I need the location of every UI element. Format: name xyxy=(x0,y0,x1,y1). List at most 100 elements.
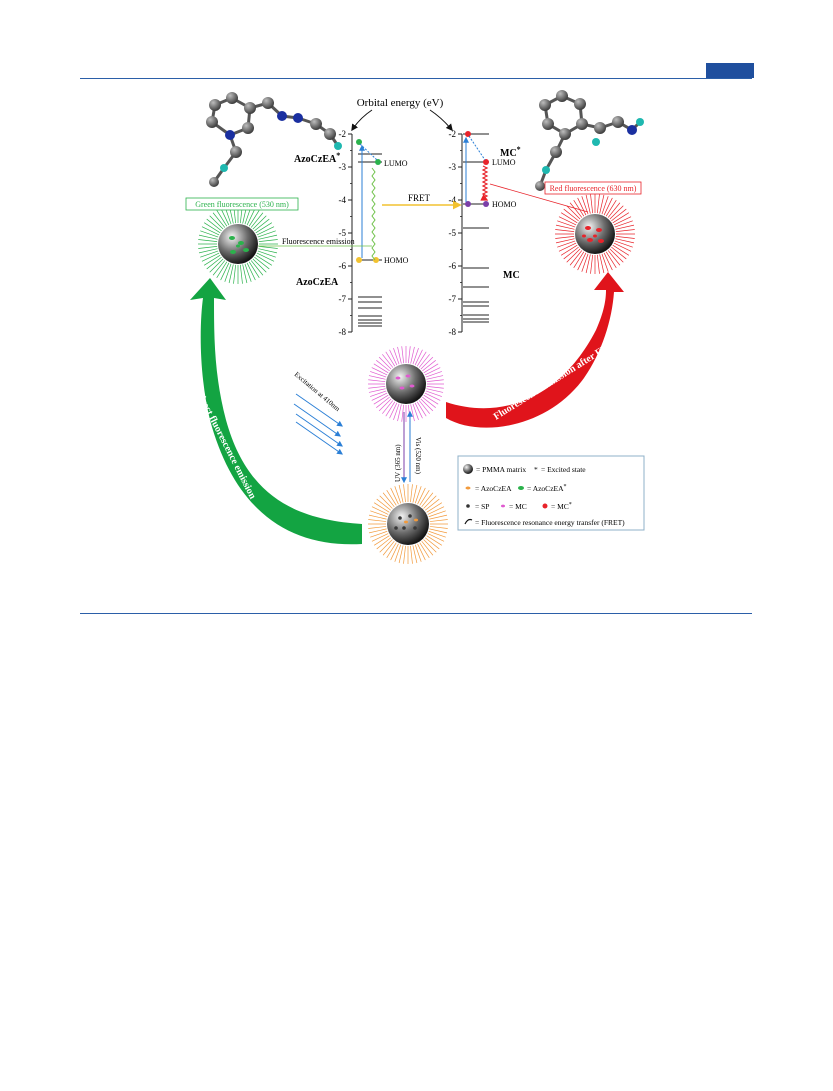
emission-ray xyxy=(599,254,605,274)
emission-ray xyxy=(258,248,278,254)
emission-ray xyxy=(424,537,440,550)
left-axis-tick-label: -8 xyxy=(339,327,347,337)
emission-ray xyxy=(244,263,252,282)
emission-ray xyxy=(414,544,422,562)
emission-ray xyxy=(255,254,273,266)
emission-ray xyxy=(408,346,411,364)
right-ground-label: MC xyxy=(503,270,520,281)
emission-ray xyxy=(393,348,400,365)
left-lumo-dot xyxy=(375,159,381,165)
emission-ray xyxy=(414,349,423,366)
emission-ray xyxy=(612,244,630,256)
emission-ray xyxy=(421,492,434,508)
green-sphere xyxy=(198,204,278,284)
emission-ray xyxy=(560,212,578,224)
green-fluorescence-box xyxy=(185,197,299,211)
emission-ray xyxy=(382,492,395,508)
emission-ray xyxy=(200,230,219,238)
emission-ray xyxy=(209,258,224,273)
emission-ray xyxy=(585,254,591,274)
emission-ray xyxy=(224,263,232,282)
right-homo-dot-b xyxy=(483,201,489,207)
emission-ray xyxy=(410,346,415,364)
emission-ray xyxy=(240,264,243,284)
right-excited-red-dot xyxy=(465,131,471,137)
emission-ray xyxy=(419,542,430,559)
emission-ray xyxy=(420,356,434,370)
emission-ray xyxy=(397,404,402,422)
emission-ray xyxy=(614,220,633,228)
emission-ray xyxy=(569,202,583,218)
emission-ray xyxy=(246,207,256,226)
left-axis-tick-label: -4 xyxy=(339,195,347,205)
emission-ray xyxy=(389,402,398,419)
right-axis-tick-label: -8 xyxy=(449,327,457,337)
left-energy-levels xyxy=(358,153,382,327)
emission-ray xyxy=(376,360,390,372)
emission-ray xyxy=(599,194,605,214)
emission-ray xyxy=(429,519,448,522)
emission-ray xyxy=(585,194,591,214)
left-homo-dot-b xyxy=(373,257,379,263)
excitation-label: Excitation at 410nm xyxy=(293,370,342,413)
emission-ray xyxy=(371,392,388,401)
emission-ray xyxy=(248,209,260,227)
left-relaxation xyxy=(359,143,378,161)
emission-ray xyxy=(368,528,387,534)
emission-ray xyxy=(370,390,387,397)
emission-ray xyxy=(566,205,581,220)
emission-ray xyxy=(425,371,442,378)
emission-ray xyxy=(368,519,387,522)
legend-mc-swatch xyxy=(501,504,505,508)
emission-ray xyxy=(252,258,267,273)
emission-ray xyxy=(257,250,276,258)
footer-rule xyxy=(80,613,752,614)
emission-ray xyxy=(382,540,395,556)
legend-azoczea: = AzoCzEA xyxy=(475,484,512,493)
emission-ray xyxy=(203,222,221,234)
emission-ray xyxy=(423,394,439,405)
emission-ray xyxy=(371,367,388,376)
left-axis-tick-label: -5 xyxy=(339,228,347,238)
left-excited-green-dot xyxy=(356,139,362,145)
emission-ray xyxy=(426,502,443,513)
red-fluorescence-pointer xyxy=(489,183,589,213)
emission-ray xyxy=(581,196,589,215)
right-lumo-label: LUMO xyxy=(492,158,516,167)
emission-ray xyxy=(607,250,621,266)
right-lumo-dot xyxy=(483,159,489,165)
emission-ray xyxy=(376,537,392,550)
emission-ray xyxy=(601,196,609,215)
emission-ray xyxy=(603,197,613,216)
emission-ray xyxy=(426,386,444,389)
emission-ray xyxy=(422,396,436,408)
emission-ray xyxy=(373,394,389,405)
emission-ray xyxy=(412,484,418,503)
emission-ray xyxy=(385,401,396,417)
emission-ray xyxy=(607,202,621,218)
emission-ray xyxy=(421,540,434,556)
emission-ray xyxy=(198,239,218,242)
pink-sphere xyxy=(368,346,444,422)
emission-ray xyxy=(425,390,442,397)
left-homo-label: HOMO xyxy=(384,256,409,265)
emission-ray xyxy=(386,489,397,506)
emission-ray xyxy=(615,229,635,232)
legend-excited: = Excited state xyxy=(541,465,586,474)
emission-ray xyxy=(412,545,418,564)
green-fluorescence-label: Green fluorescence (530 nm) xyxy=(195,200,289,209)
emission-ray xyxy=(566,248,581,263)
left-ground-label: AzoCzEA xyxy=(296,277,339,288)
emission-ray xyxy=(250,260,264,276)
emission-ray xyxy=(417,487,426,505)
emission-ray xyxy=(416,351,427,367)
left-axis-tick-label: -3 xyxy=(339,162,347,172)
header-rule xyxy=(80,78,752,79)
fret-label: FRET xyxy=(408,193,431,203)
emission-ray xyxy=(563,246,579,260)
emission-ray xyxy=(201,226,220,236)
emission-ray xyxy=(373,502,390,513)
emission-ray xyxy=(246,262,256,281)
emission-ray xyxy=(379,495,393,509)
emission-ray xyxy=(401,346,404,364)
